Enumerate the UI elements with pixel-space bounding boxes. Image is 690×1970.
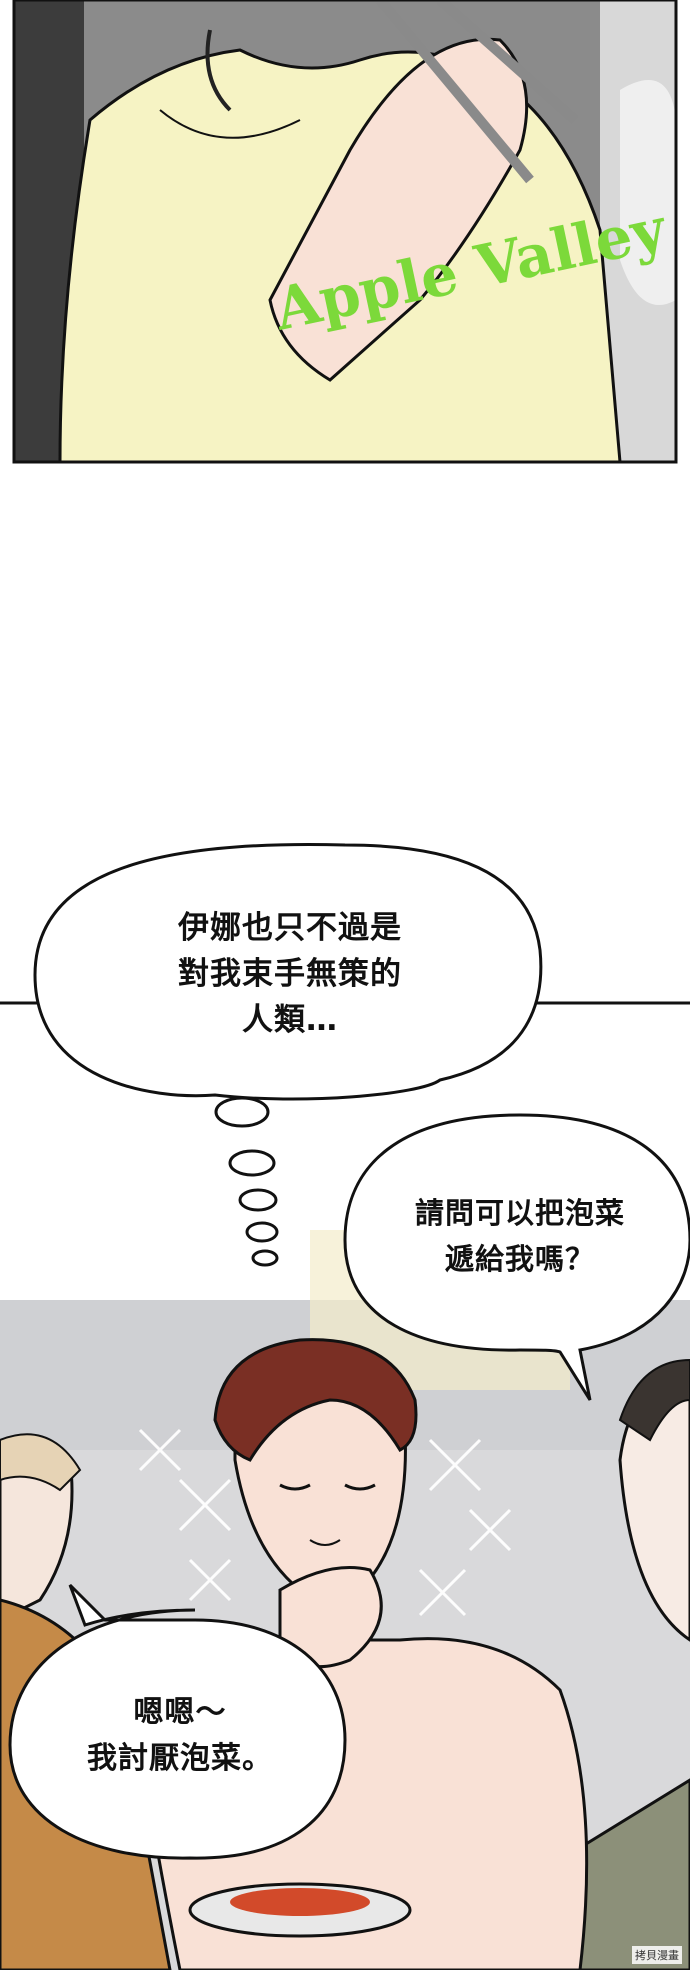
chopstick-2 (436, 0, 579, 124)
chopstick-1 (376, 0, 534, 184)
thought-bubble-text: 伊娜也只不過是 對我束手無策的 人類… (60, 905, 520, 1043)
right-person-jacket (468, 1778, 690, 1970)
central-man-face (233, 1358, 407, 1602)
room-background (0, 1300, 690, 1970)
sparkle-effect (138, 1428, 512, 1617)
request-line-1: 請問可以把泡菜 (414, 1196, 625, 1230)
left-person (0, 1440, 74, 1622)
request-bubble-text: 請問可以把泡菜 遞給我嗎？ (355, 1190, 685, 1282)
thought-line-1: 伊娜也只不過是 (178, 910, 402, 946)
thought-tail-1 (214, 1096, 270, 1128)
thought-tail-5 (251, 1249, 279, 1267)
watermark: 拷貝漫畫 (632, 1946, 682, 1964)
right-person (618, 1368, 690, 1642)
left-person-jacket (0, 1598, 172, 1970)
thought-line-3: 人類… (242, 1002, 338, 1038)
request-line-2: 遞給我嗎？ (444, 1242, 595, 1276)
central-man-hand (278, 1566, 383, 1669)
reply-line-2: 我討厭泡菜。 (87, 1741, 273, 1776)
reply-bubble-text: 嗯嗯～ 我討厭泡菜。 (20, 1690, 340, 1782)
thought-tail-2 (228, 1149, 276, 1177)
central-man-body (128, 1633, 589, 1970)
thought-tail-4 (245, 1221, 279, 1243)
thought-line-2: 對我束手無策的 (178, 956, 402, 992)
kimchi (230, 1888, 370, 1916)
hand (268, 37, 529, 382)
reply-line-1: 嗯嗯～ (133, 1695, 227, 1730)
central-man-hair (213, 1338, 418, 1462)
top-panel: Apple Valley (0, 0, 690, 470)
kimchi-plate (188, 1882, 412, 1938)
thought-tail-3 (238, 1188, 278, 1212)
